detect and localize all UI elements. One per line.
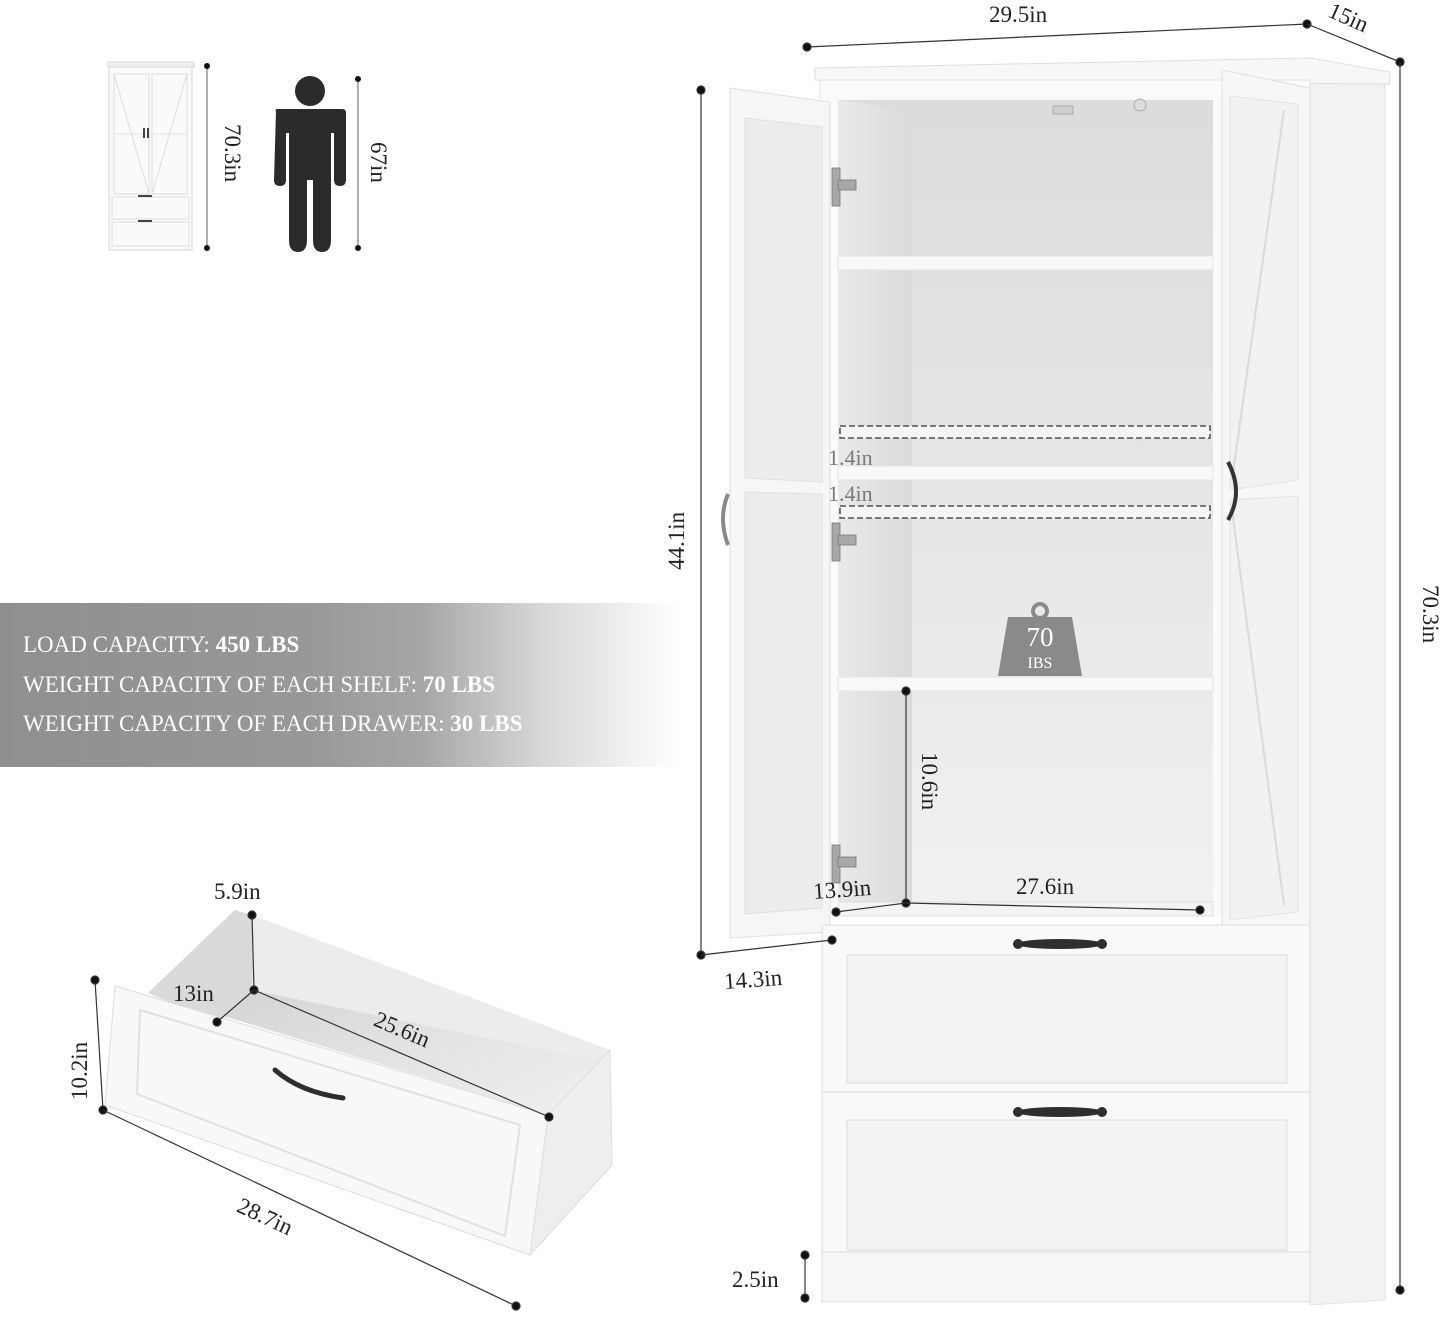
weight-icon: [998, 602, 1082, 676]
drawer-capacity-line: WEIGHT CAPACITY OF EACH DRAWER: 30 LBS: [23, 711, 523, 736]
drawer-front-height-label: 10.2in: [67, 1041, 92, 1100]
base-height-label: 2.5in: [732, 1267, 779, 1292]
drawer-capacity-value: 30 LBS: [450, 711, 523, 736]
shelf-capacity-value: 70 LBS: [422, 672, 495, 697]
load-capacity-line: LOAD CAPACITY: 450 LBS: [23, 632, 300, 657]
capacity-banner: LOAD CAPACITY: 450 LBS WEIGHT CAPACITY O…: [0, 603, 680, 767]
drawer-inner-height-label: 5.9in: [214, 879, 261, 904]
drawer-inner-depth-label: 13in: [173, 981, 214, 1006]
inner-width-label: 27.6in: [1016, 874, 1075, 899]
shelf-adjust-up-label: 1.4in: [828, 445, 873, 470]
door-handle-icon: [1226, 461, 1238, 521]
weight-value: 70: [1026, 622, 1054, 652]
drawer-handle-icon: [1013, 1107, 1107, 1117]
weight-unit: IBS: [1027, 655, 1053, 672]
person-icon: [274, 76, 346, 252]
shelf-adjust-down-label: 1.4in: [828, 481, 873, 506]
inner-height-label: 10.6in: [917, 752, 942, 811]
drawer-handle-icon: [1013, 939, 1107, 949]
drawer-drawing: [90, 910, 613, 1311]
load-capacity-value: 450 LBS: [215, 632, 300, 657]
inner-depth-label: 13.9in: [812, 875, 872, 904]
cabinet-total-height-label: 70.3in: [1418, 585, 1443, 644]
shelf-capacity-line: WEIGHT CAPACITY OF EACH SHELF: 70 LBS: [23, 672, 495, 697]
drawer-handle-icon: [272, 1067, 346, 1101]
door-height-label: 44.1in: [664, 511, 689, 570]
thumbnail-cabinet-drawing: [107, 61, 361, 252]
door-depth-label: 14.3in: [723, 965, 783, 994]
cabinet-width-label: 29.5in: [989, 2, 1048, 27]
